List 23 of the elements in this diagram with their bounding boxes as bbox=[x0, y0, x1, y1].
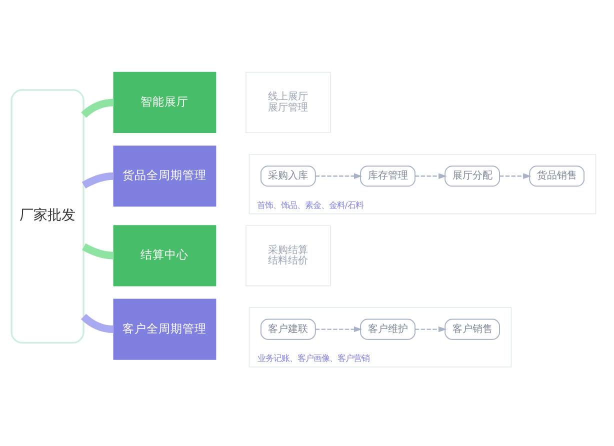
connector bbox=[82, 243, 114, 260]
node-box: 客户维护 bbox=[360, 318, 416, 340]
arrow bbox=[415, 326, 447, 332]
node-box: 客户销售 bbox=[444, 318, 500, 340]
connector bbox=[81, 314, 114, 334]
node-box: 结算中心 bbox=[113, 225, 216, 286]
arrow bbox=[415, 173, 447, 179]
node-box: 客户全周期管理 bbox=[113, 298, 216, 360]
node-box: 线上展厅 展厅管理 bbox=[245, 72, 331, 134]
node-box: 展厅分配 bbox=[444, 166, 500, 187]
arrow bbox=[316, 173, 362, 179]
node-box: 库存管理 bbox=[360, 166, 416, 187]
node-box: 客户建联 bbox=[260, 318, 316, 340]
node-box: 采购结算 结料结价 bbox=[245, 225, 331, 286]
arrow bbox=[500, 173, 532, 179]
node-box: 货品销售 bbox=[529, 166, 585, 187]
node-box: 智能展厅 bbox=[113, 72, 216, 134]
node-box: 采购入库 bbox=[260, 166, 316, 187]
node-box: 货品全周期管理 bbox=[113, 146, 216, 207]
arrow bbox=[316, 326, 362, 332]
connector bbox=[82, 172, 114, 189]
node-box: 厂家批发 bbox=[10, 89, 84, 344]
connector bbox=[81, 98, 114, 118]
